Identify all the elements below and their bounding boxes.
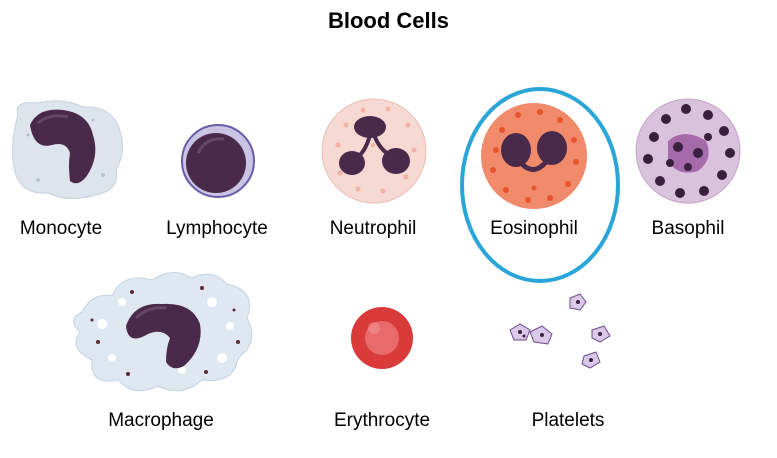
lymphocyte-illustration <box>180 123 256 199</box>
eosinophil-illustration <box>478 100 590 212</box>
monocyte-illustration <box>8 95 128 205</box>
macrophage-label: Macrophage <box>108 410 214 431</box>
basophil-illustration <box>634 97 742 205</box>
platelets-illustration <box>500 290 620 372</box>
neutrophil-illustration <box>318 95 430 207</box>
neutrophil-label: Neutrophil <box>329 218 417 239</box>
erythrocyte-illustration <box>350 306 414 370</box>
eosinophil-highlight-circle <box>458 85 622 285</box>
diagram-title: Blood Cells <box>327 8 449 33</box>
basophil-label: Basophil <box>651 218 725 239</box>
monocyte-label: Monocyte <box>19 218 103 239</box>
macrophage-illustration <box>62 262 262 400</box>
erythrocyte-label: Erythrocyte <box>333 410 431 431</box>
eosinophil-label: Eosinophil <box>490 218 578 239</box>
lymphocyte-label: Lymphocyte <box>166 218 268 239</box>
platelets-label: Platelets <box>531 410 605 431</box>
